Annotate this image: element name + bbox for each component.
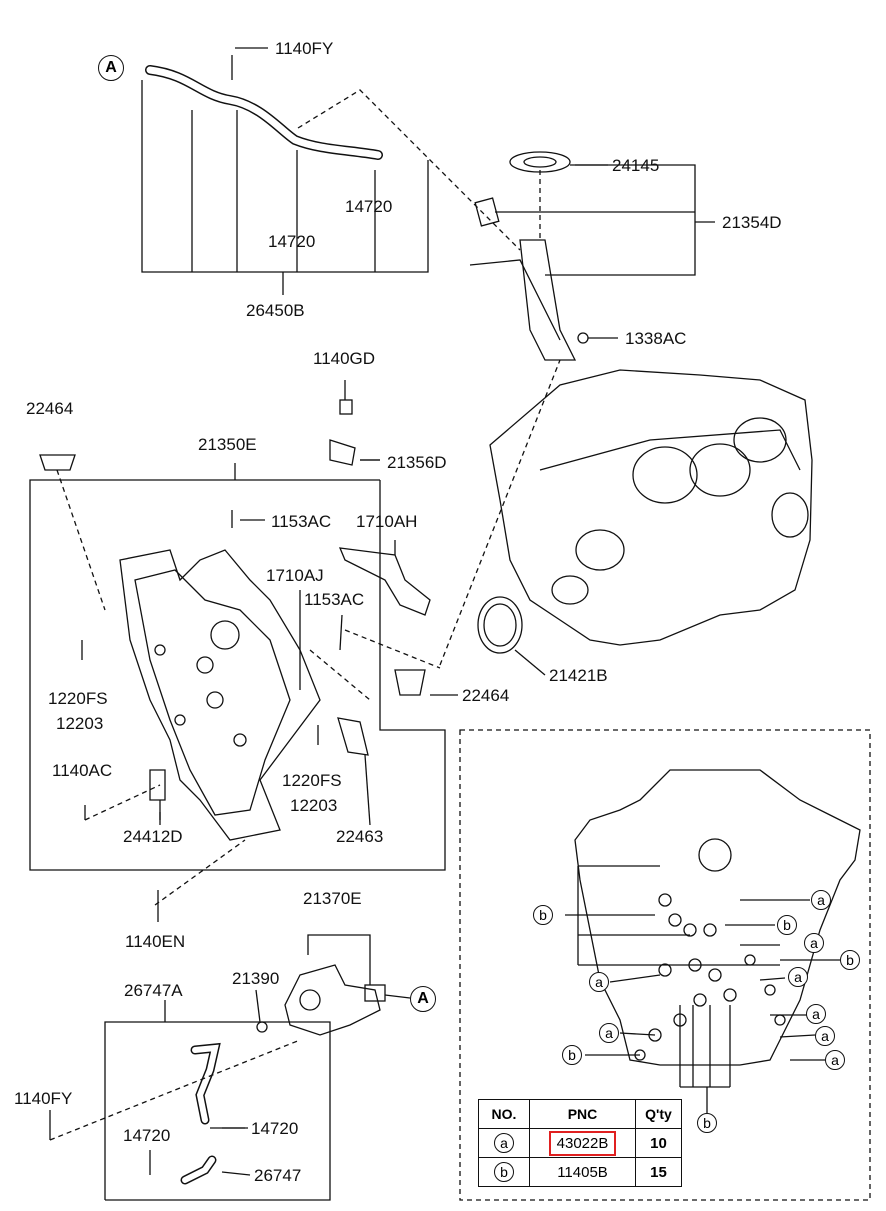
callout-a: a	[788, 967, 808, 987]
label-1140AC: 1140AC	[52, 761, 113, 780]
label-21350E: 21350E	[198, 435, 257, 454]
label-1153AC-lower: 1153AC	[304, 590, 365, 609]
label-1220FS-right: 1220FS	[282, 771, 342, 790]
callout-a: a	[599, 1023, 619, 1043]
label-24145: 24145	[612, 156, 660, 175]
callout-b: b	[562, 1045, 582, 1065]
label-1338AC: 1338AC	[625, 329, 687, 348]
label-22463: 22463	[336, 827, 384, 846]
label-24412D: 24412D	[123, 827, 183, 846]
table-header-pnc: PNC	[529, 1099, 636, 1129]
callout-b: b	[533, 905, 553, 925]
table-qty: 10	[635, 1128, 682, 1158]
label-21370E: 21370E	[303, 889, 362, 908]
label-26747: 26747	[254, 1166, 302, 1185]
callout-b: b	[840, 950, 860, 970]
label-21356D: 21356D	[387, 453, 447, 472]
callout-a: a	[811, 890, 831, 910]
label-14720-lower-left: 14720	[123, 1126, 171, 1145]
label-1153AC-upper: 1153AC	[271, 512, 332, 531]
callout-A-bottom: A	[410, 986, 436, 1012]
table-pnc-highlighted[interactable]: 43022B	[548, 1130, 617, 1156]
label-1140EN: 1140EN	[125, 932, 186, 951]
label-26450B: 26450B	[246, 301, 305, 320]
label-21390: 21390	[232, 969, 280, 988]
table-pnc[interactable]: 11405B	[529, 1157, 636, 1187]
label-22464-right: 22464	[462, 686, 510, 705]
callout-A-top: A	[98, 55, 124, 81]
callout-a: a	[815, 1026, 835, 1046]
table-row: b 11405B 15	[478, 1157, 682, 1187]
label-26747A: 26747A	[124, 981, 183, 1000]
label-12203-left: 12203	[56, 714, 104, 733]
label-1140FY-top: 1140FY	[275, 39, 334, 58]
label-22464-left: 22464	[26, 399, 74, 418]
label-14720-middle: 14720	[268, 232, 316, 251]
label-1140FY-bottom: 1140FY	[14, 1089, 73, 1108]
callout-b: b	[777, 915, 797, 935]
label-1220FS-left: 1220FS	[48, 689, 108, 708]
label-1140GD: 1140GD	[313, 349, 376, 368]
label-14720-upper: 14720	[345, 197, 393, 216]
label-12203-right: 12203	[290, 796, 338, 815]
table-no-b: b	[494, 1162, 514, 1182]
callout-a: a	[589, 972, 609, 992]
callout-a: a	[804, 933, 824, 953]
table-row: a 43022B 10	[478, 1128, 682, 1158]
table-qty: 15	[635, 1157, 682, 1187]
label-21354D: 21354D	[722, 213, 782, 232]
callout-a: a	[806, 1004, 826, 1024]
label-21421B: 21421B	[549, 666, 608, 685]
table-header-no: NO.	[478, 1099, 530, 1129]
pnc-table: NO. PNC Q'ty a 43022B 10 b 11405B 15	[478, 1099, 682, 1187]
label-1710AJ: 1710AJ	[266, 566, 324, 585]
label-14720-lower-right: 14720	[251, 1119, 299, 1138]
table-no-a: a	[494, 1133, 514, 1153]
callout-b: b	[697, 1113, 717, 1133]
label-1710AH: 1710AH	[356, 512, 418, 531]
callout-a: a	[825, 1050, 845, 1070]
table-header-qty: Q'ty	[635, 1099, 682, 1129]
